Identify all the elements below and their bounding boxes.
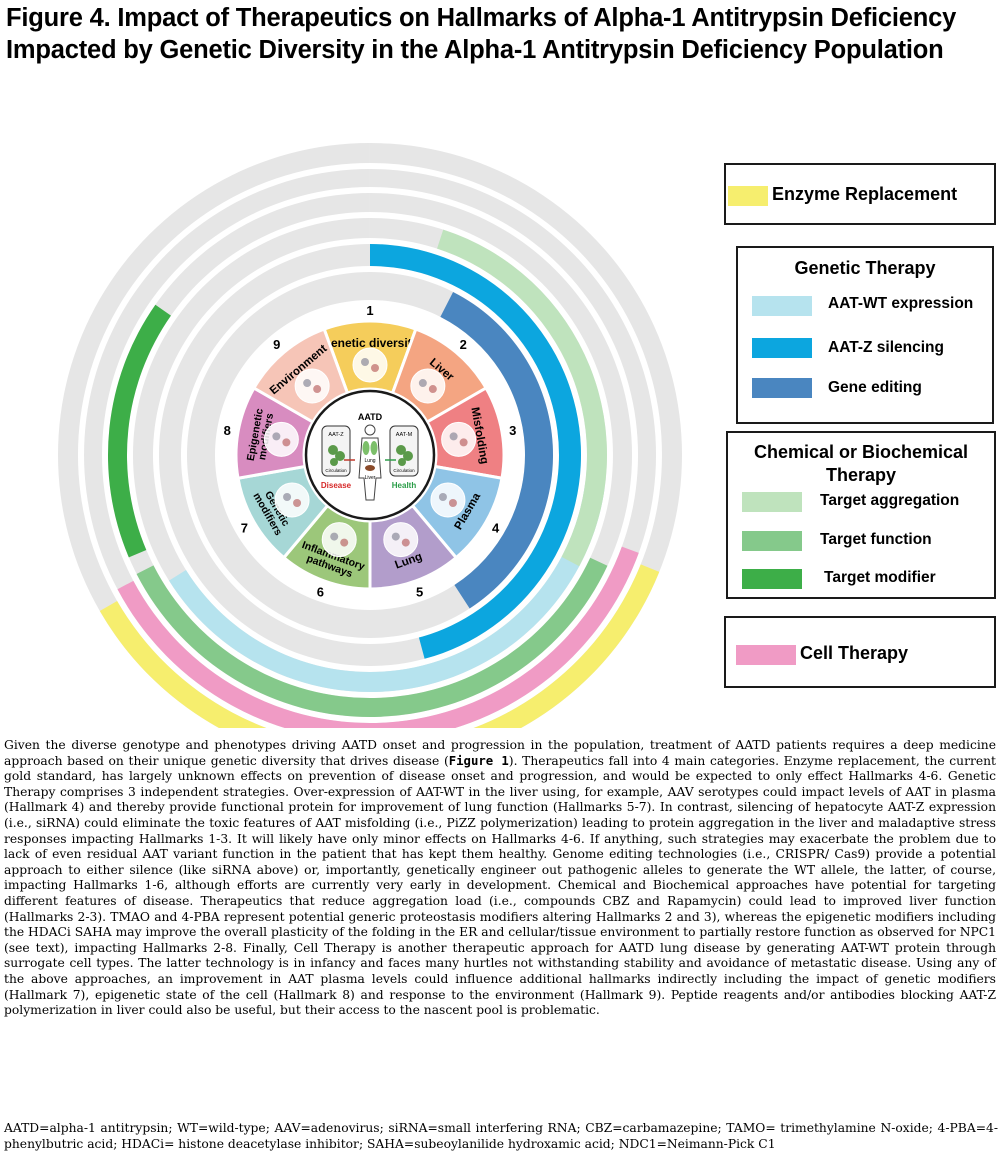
figure-title: Figure 4. Impact of Therapeutics on Hall… (6, 2, 996, 66)
cell-icon (263, 421, 299, 457)
hallmark-number-7: 7 (241, 521, 248, 536)
target-function-label: Target function (820, 531, 932, 548)
protein-icon (441, 421, 477, 457)
enzyme-replacement-swatch (728, 186, 768, 206)
therapy-arcs (99, 229, 660, 728)
lung-icon (362, 441, 378, 455)
right-circulation-label: Circulation (393, 468, 415, 473)
center-circle (304, 389, 436, 521)
hallmark-number-6: 6 (317, 584, 324, 599)
chemical-therapy-title-line2: Therapy (825, 465, 897, 485)
liver-icon (410, 368, 446, 404)
hallmark-number-8: 8 (224, 423, 231, 438)
caption-figure-ref: Figure 1 (448, 753, 509, 768)
enzyme-replacement-legend: Enzyme Replacement (724, 163, 996, 225)
disease-label: Disease (321, 481, 352, 490)
target-modifier-swatch (742, 569, 802, 589)
genetic-therapy-title: Genetic Therapy (794, 258, 936, 278)
aat-wt-expression-swatch (752, 296, 812, 316)
aat-wt-expression-label: AAT-WT expression (828, 295, 974, 312)
hallmark-number-9: 9 (273, 337, 280, 352)
abbreviations: AATD=alpha-1 antitrypsin; WT=wild-type; … (4, 1121, 998, 1151)
lung-label: Lung (364, 458, 375, 464)
aatz-protein-icon (328, 445, 345, 466)
hallmark-numbers: 1 2 3 4 5 6 7 8 9 (224, 303, 517, 599)
network-icon (321, 522, 357, 558)
aat-z-silencing-label: AAT-Z silencing (828, 339, 944, 356)
enzyme-replacement-label: Enzyme Replacement (772, 184, 958, 204)
target-function-swatch (742, 531, 802, 551)
smoke-icon (294, 368, 330, 404)
aatm-label: AAT-M (396, 432, 413, 438)
hallmark-number-2: 2 (460, 337, 467, 352)
therapy-arc-target-function (136, 557, 608, 717)
aatm-protein-icon (396, 445, 413, 466)
vessel-icon (430, 482, 466, 518)
liver-label: Liver (365, 475, 376, 481)
therapy-arc-target-aggregation (437, 229, 607, 567)
dna-icon (352, 347, 388, 383)
chemical-therapy-legend: Chemical or Biochemical Therapy Target a… (726, 431, 996, 599)
gene-editing-label: Gene editing (828, 379, 922, 396)
hallmark-number-4: 4 (492, 521, 500, 536)
therapy-arc-target-modifier (108, 304, 171, 558)
hallmark-number-1: 1 (366, 303, 373, 318)
figure-title-line2: Impacted by Genetic Diversity in the Alp… (6, 36, 944, 64)
hallmark-segments: Genetic diversityLiverMisfoldingPlasmaLu… (234, 319, 506, 591)
aat-z-silencing-swatch (752, 338, 812, 358)
health-label: Health (392, 481, 417, 490)
cell-therapy-swatch (736, 645, 796, 665)
gene-editing-swatch (752, 378, 812, 398)
cell-therapy-label: Cell Therapy (800, 643, 909, 663)
left-circulation-label: Circulation (325, 468, 347, 473)
target-aggregation-swatch (742, 492, 802, 512)
cell-therapy-legend: Cell Therapy (724, 616, 996, 688)
hallmark-label-1: Genetic diversity (322, 336, 419, 350)
hallmark-number-5: 5 (416, 584, 423, 599)
human-body-icon (358, 424, 382, 501)
aatd-center: AATD AAT-Z AAT-M Circulation Circulation… (304, 389, 436, 521)
liver-icon (365, 465, 375, 471)
target-aggregation-label: Target aggregation (820, 492, 960, 509)
chemical-therapy-title-line1: Chemical or Biochemical (753, 442, 969, 462)
therapy-arc-aat-wt-expression (169, 485, 605, 693)
caption-text-start: Given the diverse genotype and phenotype… (4, 738, 996, 768)
therapy-arc-aat-z-silencing (370, 244, 582, 659)
hallmark-wheel-diagram: Genetic diversityLiverMisfoldingPlasmaLu… (58, 143, 682, 728)
lung-icon (383, 522, 419, 558)
hallmark-number-3: 3 (509, 423, 516, 438)
caption-text-body: ). Therapeutics fall into 4 main categor… (4, 753, 996, 1018)
figure-title-line1: Figure 4. Impact of Therapeutics on Hall… (6, 4, 957, 32)
aatz-label: AAT-Z (328, 432, 344, 438)
center-title: AATD (358, 412, 383, 422)
dots-icon (274, 482, 310, 518)
figure-caption: Given the diverse genotype and phenotype… (4, 738, 996, 1019)
genetic-therapy-legend: Genetic Therapy AAT-WT expression AAT-Z … (736, 246, 994, 424)
hallmark-label-text: Genetic diversity (322, 336, 419, 350)
target-modifier-label: Target modifier (824, 569, 936, 586)
therapy-arc-gene-editing (440, 291, 553, 609)
